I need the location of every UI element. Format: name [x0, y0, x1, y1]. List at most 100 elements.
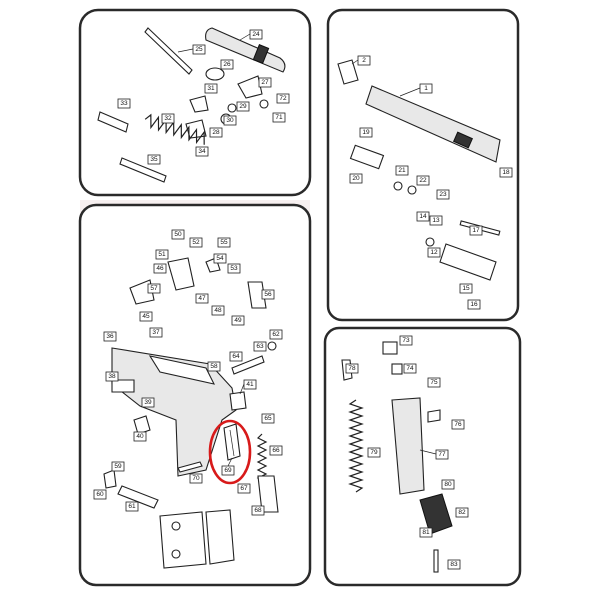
label-2: 2: [362, 57, 366, 64]
label-box-58: [207, 361, 221, 372]
part-2-cap: [337, 59, 359, 85]
part-38-trigger: [111, 379, 135, 393]
label-box-2: [357, 55, 371, 66]
leader-2: [351, 59, 359, 65]
part-69-detail: [229, 429, 235, 457]
part-46-hammer: [167, 257, 195, 291]
label-57: 57: [150, 285, 158, 292]
label-68: 68: [254, 507, 262, 514]
label-40: 40: [136, 433, 144, 440]
label-75: 75: [430, 379, 438, 386]
part-35-guide: [119, 157, 167, 183]
leader-lines: [177, 33, 437, 467]
label-box-80: [441, 479, 455, 490]
label-box-82: [455, 507, 469, 518]
label-63: 63: [256, 343, 264, 350]
part-61-blade: [117, 485, 159, 509]
label-27: 27: [261, 79, 269, 86]
label-box-67: [237, 483, 251, 494]
label-box-25: [192, 44, 206, 55]
label-46: 46: [156, 265, 164, 272]
label-box-37: [149, 327, 163, 338]
label-30: 30: [226, 117, 234, 124]
grip-screw-hole-2: [171, 549, 181, 559]
label-15: 15: [462, 285, 470, 292]
label-66: 66: [272, 447, 280, 454]
label-78: 78: [348, 365, 356, 372]
label-box-24: [249, 29, 263, 40]
part-63: [267, 341, 277, 351]
label-36: 36: [106, 333, 114, 340]
label-62: 62: [272, 331, 280, 338]
label-28: 28: [212, 129, 220, 136]
label-71: 71: [275, 114, 283, 121]
label-58: 58: [210, 363, 218, 370]
label-box-20: [349, 173, 363, 184]
part-28-block: [189, 95, 209, 113]
label-box-83: [447, 559, 461, 570]
label-64: 64: [232, 353, 240, 360]
label-box-38: [105, 371, 119, 382]
label-box-29: [236, 101, 250, 112]
label-34: 34: [198, 148, 206, 155]
label-18: 18: [502, 169, 510, 176]
part-34-spring: [144, 113, 205, 145]
label-box-64: [229, 351, 243, 362]
label-box-18: [499, 167, 513, 178]
leader-41: [239, 383, 245, 395]
label-51: 51: [158, 251, 166, 258]
label-56: 56: [264, 291, 272, 298]
leader-77: [419, 449, 437, 455]
label-box-19: [359, 127, 373, 138]
label-box-30: [223, 115, 237, 126]
label-73: 73: [402, 337, 410, 344]
label-52: 52: [192, 239, 200, 246]
part-25-rod: [144, 27, 193, 75]
part-84-grip-right: [205, 509, 235, 565]
label-65: 65: [264, 415, 272, 422]
label-31: 31: [207, 85, 215, 92]
label-box-12: [427, 247, 441, 258]
part-71-72: [259, 99, 269, 109]
label-82: 82: [458, 509, 466, 516]
label-20: 20: [352, 175, 360, 182]
label-box-71: [272, 112, 286, 123]
label-box-39: [141, 397, 155, 408]
label-box-51: [155, 249, 169, 260]
label-83: 83: [450, 561, 458, 568]
label-33: 33: [120, 100, 128, 107]
label-box-77: [435, 449, 449, 460]
part-84-grip-left: [159, 511, 207, 569]
label-box-72: [276, 93, 290, 104]
label-box-55: [217, 237, 231, 248]
label-box-34: [195, 146, 209, 157]
label-26: 26: [223, 61, 231, 68]
label-box-61: [125, 501, 139, 512]
label-box-22: [416, 175, 430, 186]
part-70-pin: [177, 461, 203, 473]
leader-24: [239, 33, 251, 41]
label-box-53: [227, 263, 241, 274]
label-box-68: [251, 505, 265, 516]
label-81: 81: [422, 529, 430, 536]
label-box-32: [161, 113, 175, 124]
label-box-60: [93, 489, 107, 500]
part-23: [407, 185, 417, 195]
label-box-49: [231, 315, 245, 326]
label-13: 13: [432, 217, 440, 224]
part-labels: 24 25 26 27 28 29 30 31 32 33 34 35 71 7…: [93, 29, 513, 570]
label-17: 17: [472, 227, 480, 234]
label-29: 29: [239, 103, 247, 110]
label-38: 38: [108, 373, 116, 380]
label-box-79: [367, 447, 381, 458]
part-83-valve: [433, 549, 439, 573]
label-50: 50: [174, 231, 182, 238]
label-22: 22: [419, 177, 427, 184]
part-40: [133, 415, 151, 435]
label-box-16: [467, 299, 481, 310]
label-box-46: [153, 263, 167, 274]
label-79: 79: [370, 449, 378, 456]
part-79-spring: [348, 399, 364, 493]
label-box-27: [258, 77, 272, 88]
